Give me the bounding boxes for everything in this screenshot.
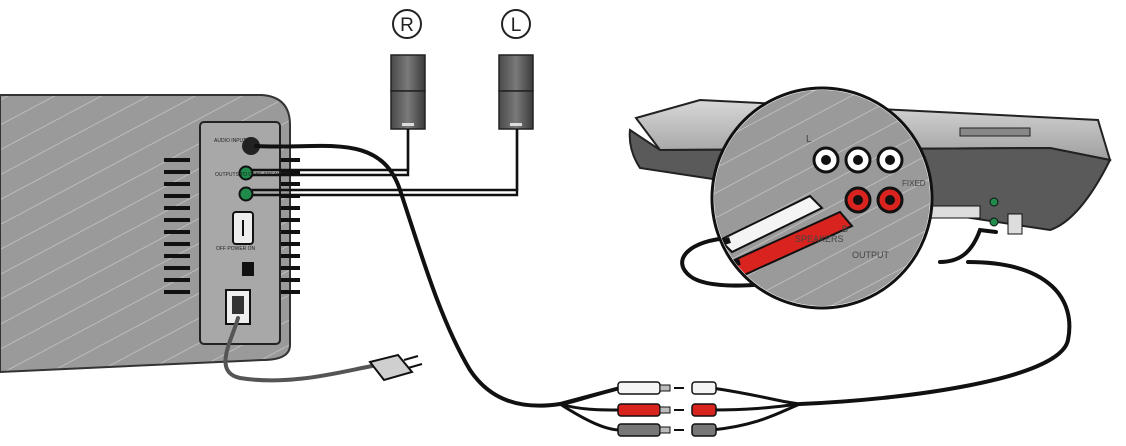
- rca-connectors: [617, 381, 717, 437]
- audio-input-jack[interactable]: [242, 137, 260, 155]
- plug-gray-female: [691, 423, 717, 437]
- receiver-green-jack-2[interactable]: [989, 217, 999, 227]
- fixed-label: FIXED: [902, 179, 926, 188]
- audio-input-label: AUDIO INPUT: [214, 138, 246, 144]
- audio-cables: [223, 143, 1072, 432]
- rca-red-female: [691, 403, 717, 417]
- receiver-switch[interactable]: [929, 205, 981, 219]
- output-jack-left[interactable]: [238, 186, 254, 202]
- plug-gray-male: [617, 423, 684, 437]
- speaker-letter-right: R: [400, 15, 414, 36]
- subwoofer-module: AUDIO INPUT OUTPUTS TO CUBE SPEAKERS OFF…: [0, 94, 300, 374]
- rca-white-female: [691, 381, 717, 395]
- receiver-power-socket: [1007, 213, 1023, 235]
- power-label: OFF POWER ON: [216, 246, 256, 252]
- output-b-label: B: [842, 224, 848, 234]
- cube-speaker-right: R: [390, 9, 426, 130]
- speakers-label: SPEAKERS: [795, 234, 844, 244]
- speaker-letter-left: L: [511, 15, 522, 36]
- channel-left-label: L: [806, 134, 812, 145]
- speaker-wires: [252, 129, 519, 197]
- cube-speaker-left: L: [498, 9, 534, 130]
- rca-white-male: [617, 381, 684, 395]
- power-plug: [368, 353, 423, 382]
- zoom-callout: L B SPEAKERS FIXED OUTPUT: [710, 86, 934, 310]
- speaker-label-circle-right: [392, 9, 422, 39]
- output-jack-right[interactable]: [238, 165, 254, 181]
- receiver-green-jack-1[interactable]: [989, 197, 999, 207]
- cooling-fins: [164, 158, 300, 294]
- indicator-square: [242, 262, 254, 276]
- output-label: OUTPUT: [852, 250, 890, 260]
- rca-red-male: [617, 403, 684, 417]
- speaker-label-circle-left: [501, 9, 531, 39]
- receiver-jacks: [812, 146, 904, 214]
